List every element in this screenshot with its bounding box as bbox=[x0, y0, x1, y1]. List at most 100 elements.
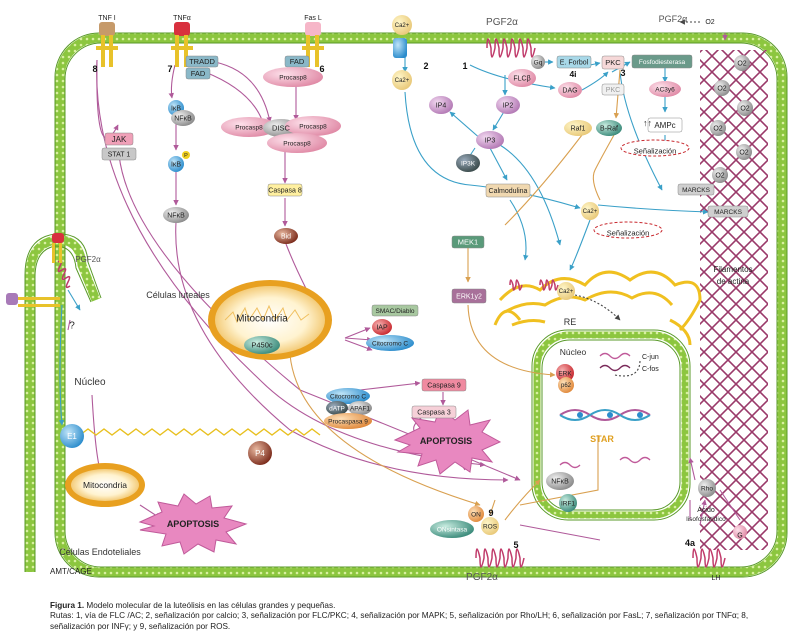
onsintasa: ONsintasa bbox=[437, 526, 468, 533]
procasp8-b-shape bbox=[263, 67, 323, 87]
procasp8-c-shape bbox=[285, 116, 341, 136]
citocromo-c: Citocromo C bbox=[372, 340, 408, 347]
disc: DISC bbox=[272, 124, 291, 133]
rho: Rho bbox=[701, 485, 713, 492]
calmodulina-box bbox=[485, 183, 531, 198]
mitochondria-endo bbox=[65, 463, 145, 507]
bid: Bid bbox=[281, 233, 291, 240]
citocromo-c-shape bbox=[366, 335, 414, 351]
fasl: Fas L bbox=[304, 15, 322, 22]
e1-p4-zigzag bbox=[79, 428, 321, 436]
pgf-top: PGF2α bbox=[486, 17, 518, 28]
procasp8-b: Procasp8 bbox=[279, 74, 307, 81]
p-shape bbox=[182, 151, 190, 159]
ikb-p: IκB bbox=[171, 161, 181, 168]
cjun: C-jun bbox=[642, 354, 659, 361]
ip2-shape bbox=[496, 96, 520, 114]
ampc: AMPc bbox=[654, 121, 675, 130]
caption-title: Figura 1. bbox=[50, 601, 85, 610]
pkc-box bbox=[601, 55, 625, 70]
actin-0: Filamentos bbox=[713, 265, 752, 274]
caspasa8-box bbox=[267, 183, 303, 197]
ca-out-shape bbox=[392, 15, 412, 35]
rho-shape bbox=[698, 479, 716, 497]
senalizacion: Señalización bbox=[634, 147, 677, 156]
luteal-nucleus bbox=[533, 331, 689, 519]
apaf1-shape bbox=[348, 401, 372, 415]
on: ON bbox=[471, 511, 481, 518]
receptor-tnfa bbox=[171, 22, 193, 67]
apoptosis-burst-endo bbox=[138, 493, 248, 555]
erk-shape bbox=[556, 364, 574, 382]
ca-mid-shape bbox=[581, 202, 599, 220]
onsintasa-shape bbox=[430, 520, 474, 538]
fad: FAD bbox=[191, 69, 206, 78]
marcks-p: MARCKS bbox=[682, 187, 710, 194]
receptor-tnf1 bbox=[96, 22, 118, 67]
fosfodiesterasa: Fosfodiesterasa bbox=[639, 59, 686, 66]
stat1: STAT 1 bbox=[108, 151, 131, 158]
erk12-box bbox=[451, 288, 487, 304]
pgf-outside: PGF2α bbox=[659, 14, 688, 24]
pgf-endo: PGF2α bbox=[75, 255, 101, 264]
caspasa9: Caspasa 9 bbox=[427, 382, 461, 389]
tradd-box bbox=[185, 55, 219, 68]
receptor-fasl bbox=[302, 22, 324, 67]
o2-label: O2 bbox=[739, 150, 748, 157]
dag-shape bbox=[558, 82, 582, 98]
pgf-bottom: PGF2α bbox=[466, 572, 498, 583]
eforbol-box bbox=[556, 55, 592, 69]
caspasa3-box bbox=[411, 405, 457, 419]
acady: AC3y6 bbox=[655, 86, 675, 93]
iap: IAP bbox=[376, 324, 388, 331]
p: P bbox=[184, 153, 188, 159]
fad2: FAD bbox=[290, 57, 305, 66]
ros-shape bbox=[481, 517, 499, 535]
question: ? bbox=[69, 321, 75, 332]
o2-bubble bbox=[736, 144, 752, 160]
erk12: ERK1y2 bbox=[456, 293, 482, 300]
actin-1: de actina bbox=[717, 277, 750, 286]
o2-bubble bbox=[712, 167, 728, 183]
procasp9-shape bbox=[324, 413, 372, 429]
procasp8-d: Procasp8 bbox=[283, 140, 311, 147]
arrows-up: ↑↑ bbox=[643, 118, 652, 128]
o2-label: O2 bbox=[740, 106, 749, 113]
dna-helix bbox=[559, 409, 651, 421]
eforbol: E. Forbol bbox=[560, 59, 589, 66]
smac-box bbox=[371, 304, 419, 317]
nfkb-ikb-shape bbox=[171, 110, 195, 126]
o2-label: O2 bbox=[715, 173, 724, 180]
apoptosis: APOPTOSIS bbox=[420, 436, 472, 446]
pgf-receptor-endo bbox=[57, 259, 71, 289]
o2-bubble bbox=[737, 100, 753, 116]
on-shape bbox=[468, 506, 484, 522]
smac: SMAC/Diablo bbox=[375, 308, 414, 315]
caspasa8: Caspasa 8 bbox=[268, 187, 302, 194]
flc-shape bbox=[508, 69, 536, 87]
marcks-box bbox=[707, 205, 749, 218]
ca-re: Ca2+ bbox=[559, 289, 574, 295]
o2-label: O2 bbox=[717, 86, 726, 93]
marcks: MARCKS bbox=[714, 209, 742, 216]
lh: LH bbox=[712, 575, 721, 582]
o2-label: O2 bbox=[713, 126, 722, 133]
p450c-shape bbox=[244, 336, 280, 354]
iap-shape bbox=[372, 319, 392, 335]
cfos-wave bbox=[599, 364, 631, 372]
mek1-box bbox=[451, 235, 485, 249]
ca-mid: Ca2+ bbox=[583, 209, 598, 215]
p62-shape bbox=[558, 377, 574, 393]
nucleus-endo: Núcleo bbox=[74, 377, 106, 388]
tradd: TRADD bbox=[189, 57, 215, 66]
lh-receptor bbox=[692, 548, 726, 568]
ikb-p-shape bbox=[168, 156, 184, 172]
marcks-p-box bbox=[677, 183, 715, 196]
mek1: MEK1 bbox=[458, 238, 478, 247]
acido: Ácido bbox=[697, 505, 715, 514]
n3: 3 bbox=[620, 68, 625, 78]
procasp8-d-shape bbox=[267, 133, 327, 153]
datp-shape bbox=[326, 401, 348, 415]
receptor-tnf-endo bbox=[52, 233, 64, 263]
